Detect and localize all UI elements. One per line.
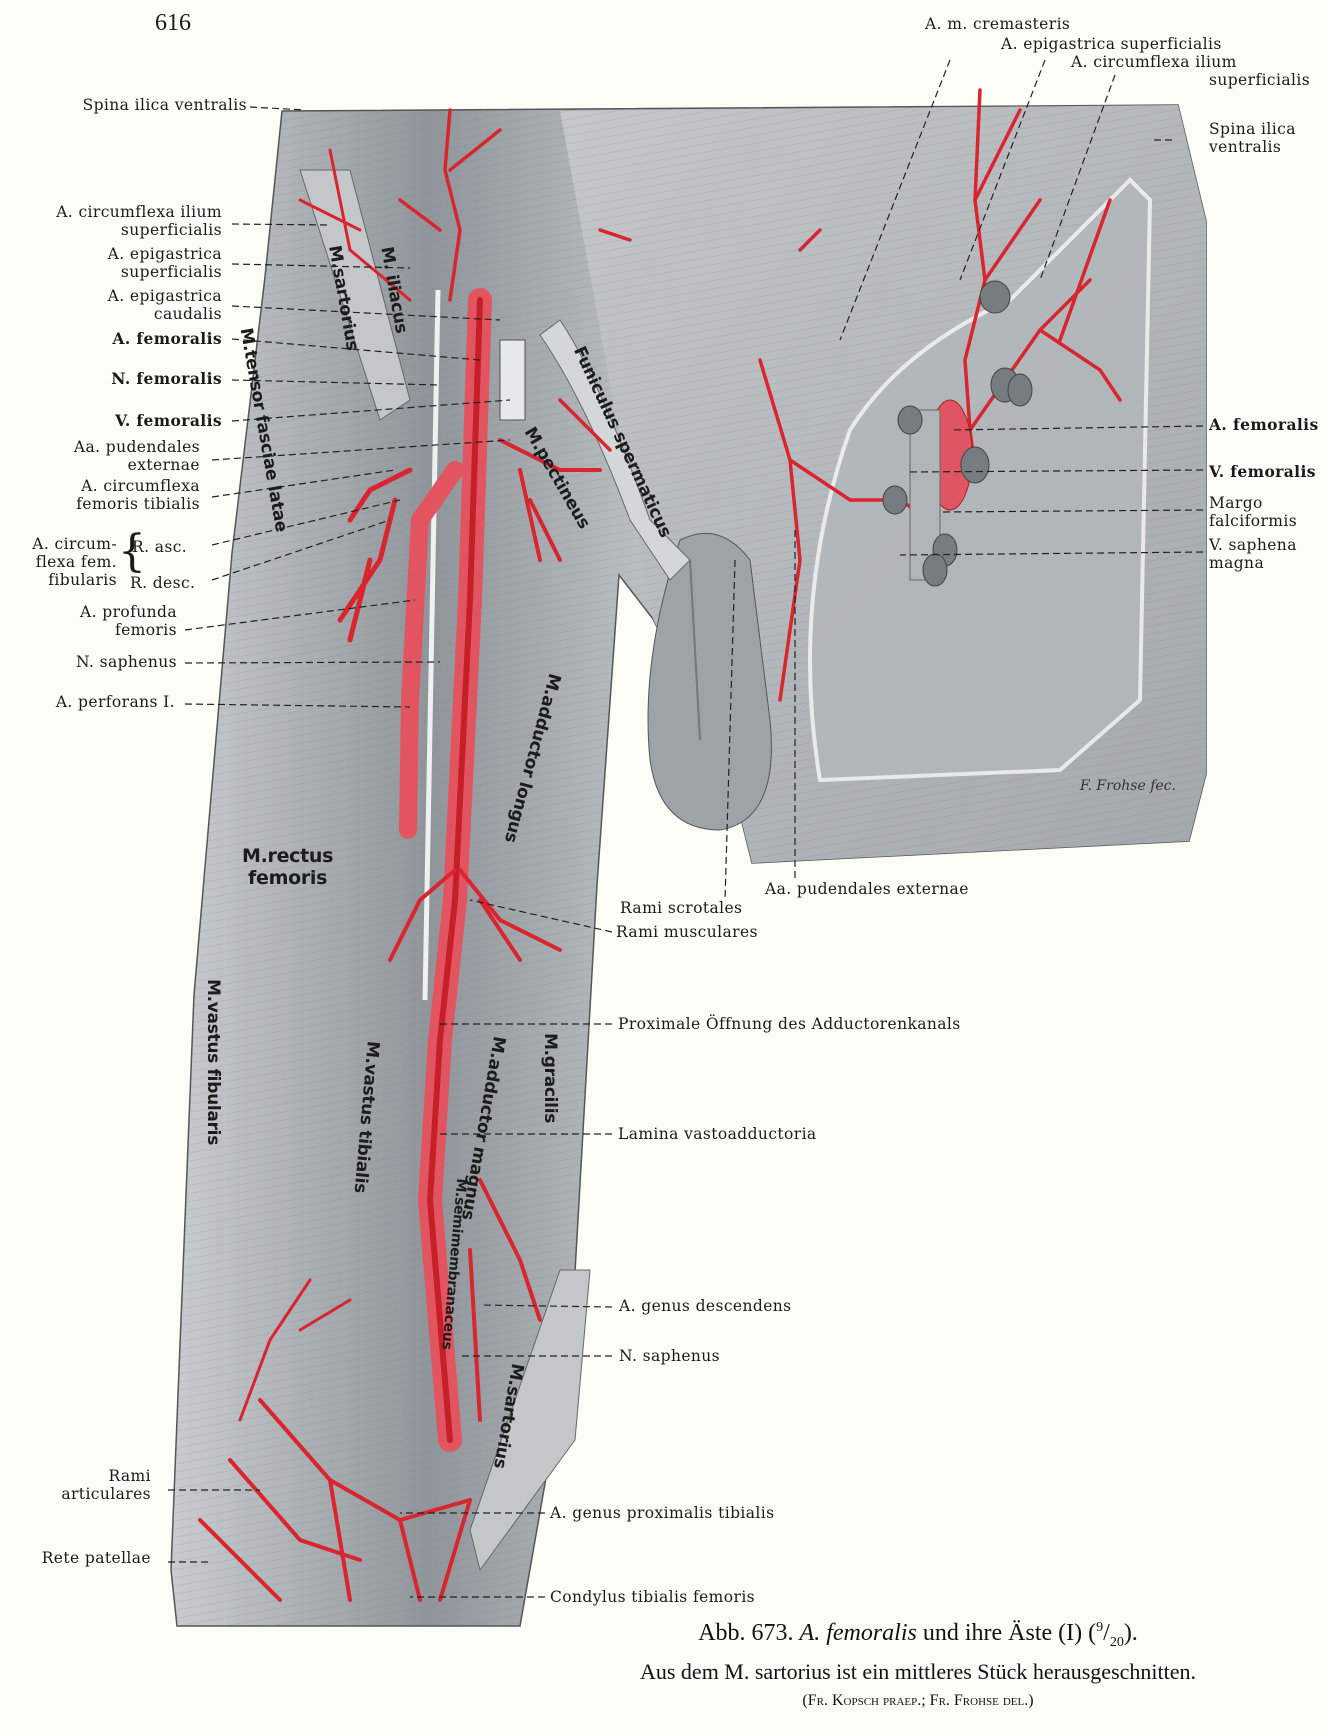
label-rami-scrotales: Rami scrotales — [620, 899, 743, 917]
femoral-artery — [198, 108, 602, 1602]
label-spina-ilica-ventralis-right: Spina ilica ventralis — [1209, 120, 1296, 156]
label-profunda-femoris: A. profunda femoris — [80, 603, 177, 639]
label-genus-descendens: A. genus descendens — [619, 1297, 792, 1315]
label-m-cremasteris: A. m. cremasteris — [925, 15, 1071, 33]
label-perforans-1: A. perforans I. — [55, 693, 175, 711]
label-epigastrica-superficialis-right: A. epigastrica superficialis — [1001, 35, 1222, 53]
figure-caption-title: Abb. 673. A. femoralis und ihre Äste (I)… — [698, 1620, 1138, 1650]
label-n-femoralis: N. femoralis — [111, 369, 222, 388]
label-r-asc: R. asc. — [132, 538, 188, 556]
caption-artery: A. femoralis — [799, 1620, 917, 1646]
label-r-desc: R. desc. — [130, 574, 196, 592]
muscle-label-vastus-fibularis: M.vastus fibularis — [203, 978, 224, 1146]
label-n-saphenus-right: N. saphenus — [619, 1347, 721, 1365]
muscle-label-gracilis: M.gracilis — [540, 1032, 561, 1124]
label-margo-falciformis: Margo falciformis — [1209, 494, 1298, 530]
spermatic-cord — [539, 319, 691, 581]
lymph-nodes — [882, 280, 1033, 587]
label-circumflexa-ilium-superficialis-left: A. circumflexa ilium superficialis — [56, 203, 222, 239]
label-v-saphena-magna: V. saphena magna — [1209, 536, 1297, 572]
label-lamina-vastoadductoria: Lamina vastoadductoria — [618, 1125, 817, 1143]
page-number: 616 — [155, 10, 191, 36]
label-rami-articulares: Rami articulares — [61, 1467, 151, 1503]
figure-caption-credits: (Fr. Kopsch praep.; Fr. Frohse del.) — [802, 1692, 1034, 1709]
label-pudendales-externae-right: Aa. pudendales externae — [765, 880, 969, 898]
label-pudendales-externae-left: Aa. pudendales externae — [73, 438, 200, 474]
scrotum — [647, 532, 772, 831]
label-condylus-tibialis-femoris: Condylus tibialis femoris — [550, 1588, 756, 1606]
caption-end: ). — [1123, 1620, 1138, 1646]
label-circumflexa-fem-fibularis: A. circum- flexa fem. fibularis — [32, 535, 117, 589]
label-epigastrica-caudalis: A. epigastrica caudalis — [107, 287, 222, 323]
caption-scale-numerator: 9 — [1096, 1620, 1104, 1635]
label-n-saphenus-left: N. saphenus — [75, 653, 177, 671]
leader-lines — [168, 59, 1204, 1598]
caption-rest: und ihre Äste (I) ( — [916, 1620, 1097, 1646]
label-a-femoralis-right: A. femoralis — [1209, 415, 1319, 434]
muscle-label-rectus-femoris: M.rectus femoris — [242, 845, 334, 889]
label-epigastrica-superficialis-left: A. epigastrica superficialis — [107, 245, 222, 281]
label-circumflexa-ilium-right: A. circumflexa ilium — [1071, 53, 1237, 71]
label-proximale-oeffnung: Proximale Öffnung des Adductorenkanals — [618, 1015, 961, 1033]
right-arteries — [558, 88, 1122, 702]
artist-signature: F. Frohse fec. — [1079, 778, 1176, 794]
label-v-femoralis-left: V. femoralis — [115, 411, 222, 430]
label-v-femoralis-right: V. femoralis — [1209, 462, 1316, 481]
label-spina-ilica-ventralis-left: Spina ilica ventralis — [82, 96, 247, 114]
label-rete-patellae: Rete patellae — [41, 1549, 151, 1567]
caption-scale-denominator: 20 — [1109, 1634, 1124, 1650]
label-rami-musculares: Rami musculares — [616, 923, 758, 941]
label-superficialis-right: superficialis — [1209, 71, 1311, 89]
caption-prefix: Abb. 673. — [698, 1620, 800, 1646]
label-a-femoralis-left: A. femoralis — [112, 329, 222, 348]
label-genus-proximalis-tibialis: A. genus proximalis tibialis — [550, 1504, 775, 1522]
label-circumflexa-femoris-tibialis: A. circumflexa femoris tibialis — [76, 477, 200, 513]
brace-icon: { — [118, 526, 146, 577]
femoral-vein — [499, 339, 526, 421]
figure-caption-subtitle: Aus dem M. sartorius ist ein mittleres S… — [639, 1659, 1196, 1684]
sartorius-lower — [469, 1269, 591, 1572]
